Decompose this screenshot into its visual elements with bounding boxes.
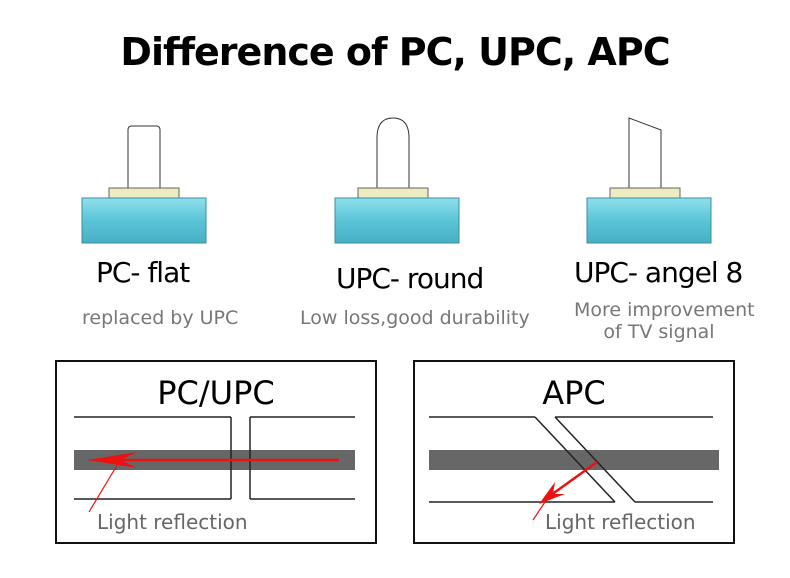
pc-upc-title: PC/UPC <box>157 374 275 412</box>
apc-connector-illustration <box>586 117 712 244</box>
pc-connector-illustration <box>81 125 207 244</box>
upc-label: UPC- round <box>336 262 484 295</box>
apc-title: APC <box>542 374 606 412</box>
pc-label: PC- flat <box>96 256 190 289</box>
upc-connector-illustration <box>334 117 460 244</box>
pc-upc-reflection-label: Light reflection <box>97 510 248 534</box>
apc-reflection-label: Light reflection <box>545 510 696 534</box>
upc-sublabel: Low loss,good durability <box>300 307 530 329</box>
apc-panel: APC Light reflection <box>413 360 735 544</box>
page-title: Difference of PC, UPC, APC <box>120 30 670 74</box>
apc-diagram <box>429 416 719 521</box>
apc-label: UPC- angel 8 <box>574 256 743 289</box>
apc-sublabel-line1: More improvement <box>574 299 755 321</box>
apc-sublabel-line2: of TV signal <box>603 321 715 343</box>
pc-sublabel: replaced by UPC <box>82 307 239 329</box>
pc-upc-diagram <box>74 416 355 513</box>
pc-upc-panel: PC/UPC Light reflection <box>55 360 377 544</box>
